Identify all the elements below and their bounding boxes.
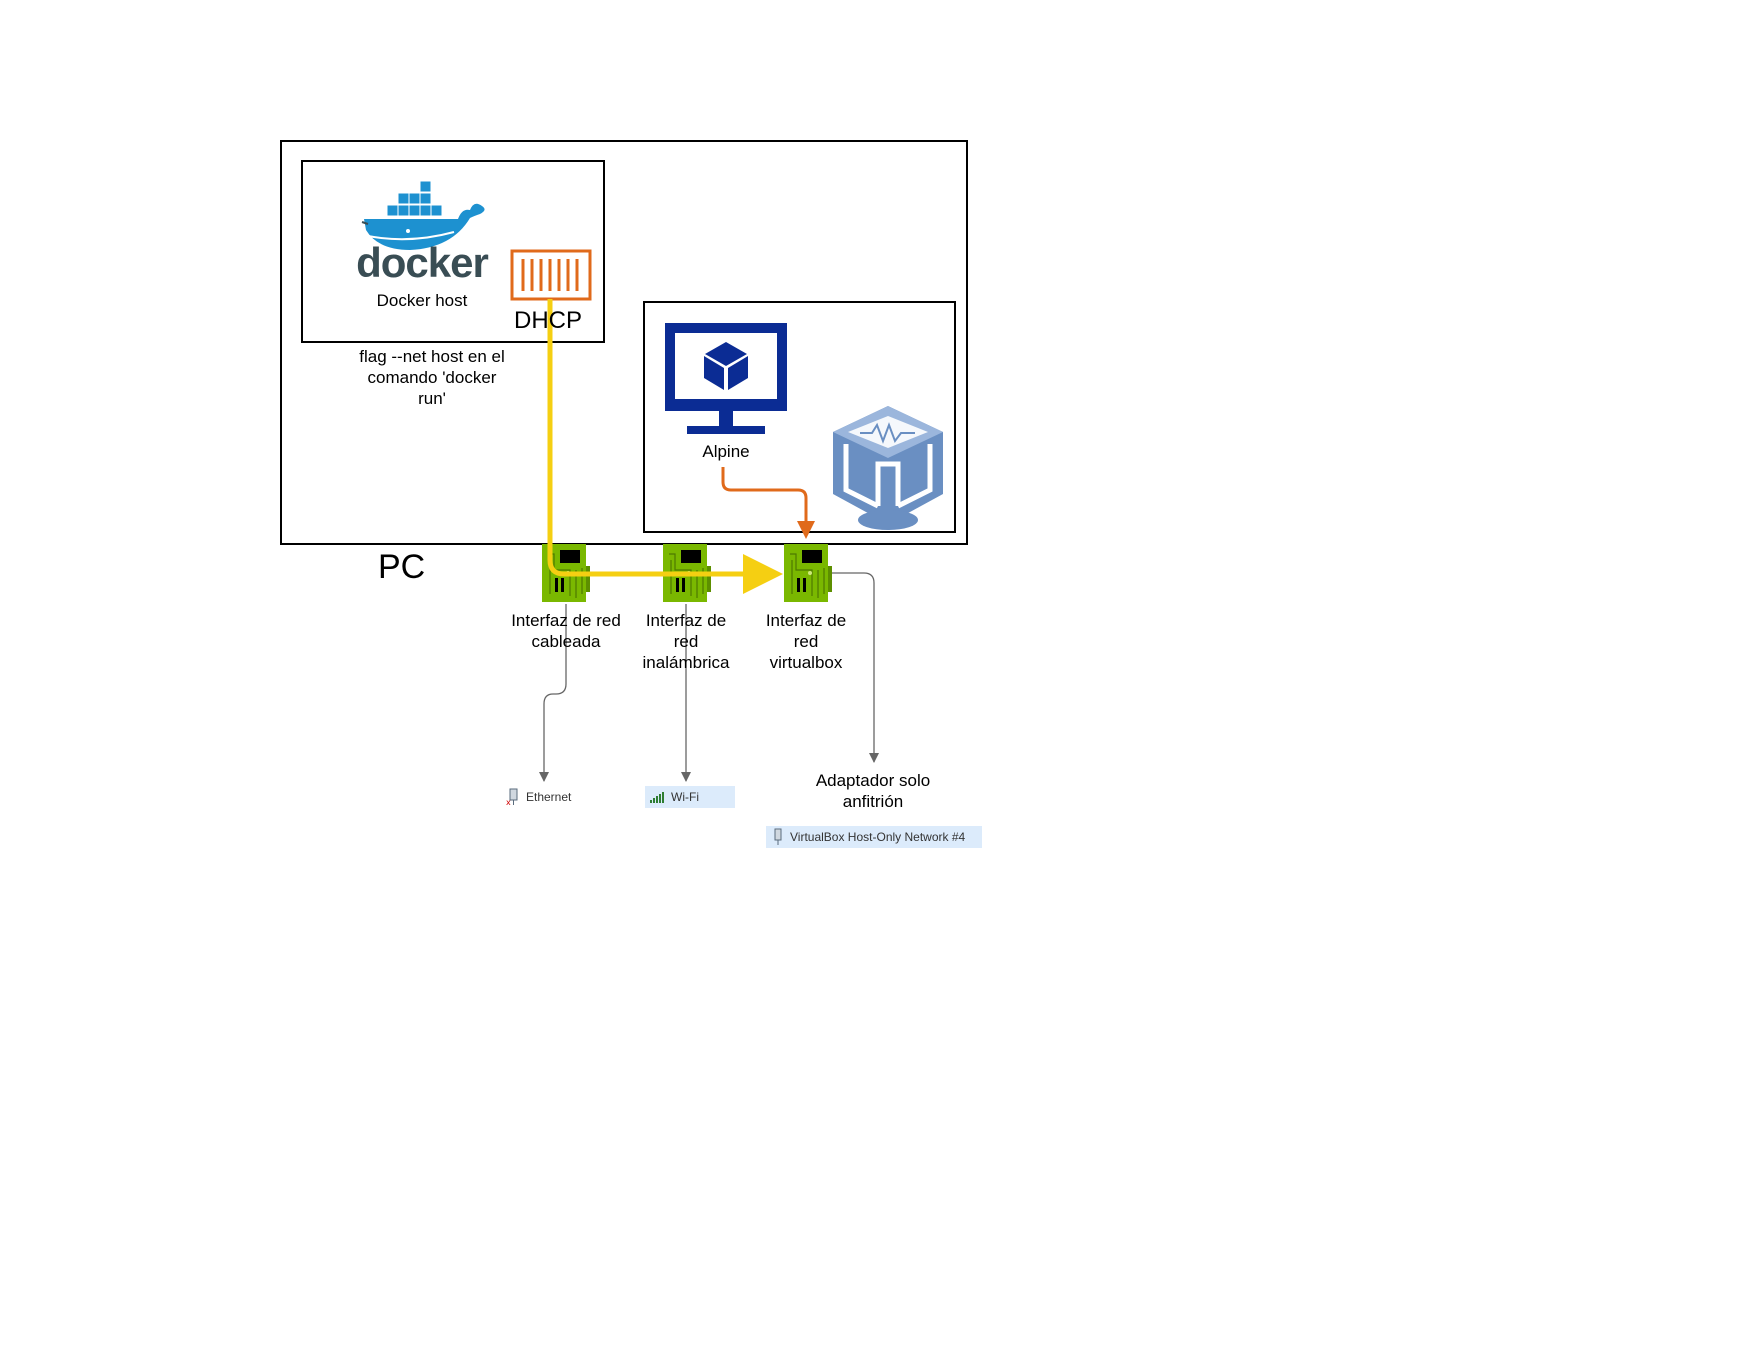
- ethernet-adapter-name: Ethernet: [526, 790, 572, 804]
- docker-whale-icon: [361, 180, 485, 250]
- flag-note: flag --net host en el comando 'docker ru…: [359, 347, 505, 408]
- vbox-adapter-name: VirtualBox Host-Only Network #4: [790, 830, 966, 844]
- nic-card-icon: [783, 543, 833, 603]
- host-only-adapter-label: Adaptador solo anfitrión: [815, 771, 931, 811]
- ethernet-adapter-icon: x: [506, 788, 518, 806]
- pc-label: PC: [378, 548, 426, 586]
- docker-logo-text: docker: [356, 239, 489, 286]
- wifi-adapter-name: Wi-Fi: [671, 790, 699, 804]
- adapter-links: [539, 572, 879, 782]
- docker-host-box: [301, 160, 605, 343]
- docker-host-label: Docker host: [376, 291, 468, 310]
- vbox-adapter-icon: [774, 828, 782, 845]
- interface-wireless-label: Interfaz de red inalámbrica: [642, 611, 730, 672]
- ethernet-adapter[interactable]: x Ethernet: [506, 787, 571, 807]
- svg-text:x: x: [506, 798, 511, 806]
- vbox-adapter[interactable]: VirtualBox Host-Only Network #4: [766, 826, 982, 848]
- pc-boundary: [280, 140, 968, 545]
- cube-icon: [704, 342, 748, 390]
- interface-virtualbox-label: Interfaz de red virtualbox: [765, 611, 847, 672]
- wifi-adapter-icon: [650, 792, 664, 803]
- vm-name: Alpine: [702, 442, 750, 461]
- vm-link: [721, 467, 815, 539]
- virtualbox-icon: [833, 406, 943, 530]
- monitor-icon: [665, 323, 787, 434]
- dhcp-link: [547, 299, 783, 594]
- interface-wired-label: Interfaz de red cableada: [511, 611, 621, 651]
- wifi-adapter[interactable]: Wi-Fi: [645, 786, 735, 808]
- dhcp-container-icon: [510, 249, 592, 301]
- dhcp-label: DHCP: [514, 307, 583, 334]
